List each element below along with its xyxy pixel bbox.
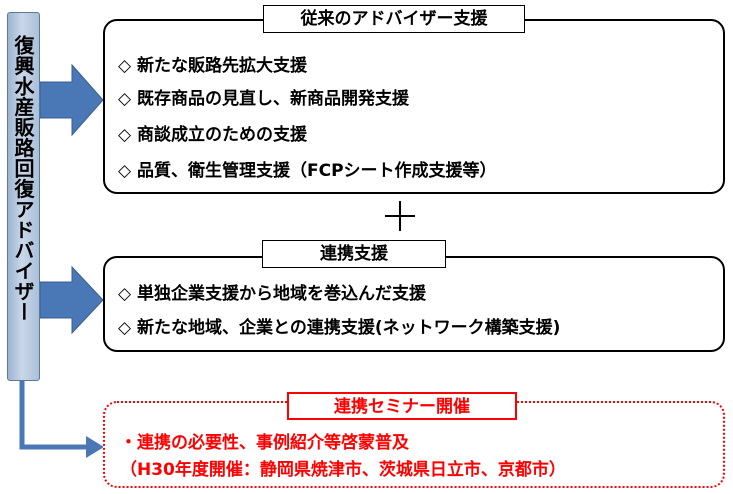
seminar-line-2: （H30年度開催：静岡県焼津市、茨城県日立市、京都市） — [120, 460, 566, 480]
arrow-to-cooperation — [39, 265, 104, 335]
arrow-to-traditional — [39, 63, 104, 137]
seminar-title: 連携セミナー開催 — [287, 392, 517, 420]
traditional-support-title: 従来のアドバイザー支援 — [263, 5, 525, 33]
connector-to-seminar — [19, 381, 88, 450]
arrow-to-seminar — [86, 436, 104, 458]
traditional-item: ◇ 品質、衛生管理支援（FCPシート作成支援等） — [118, 161, 497, 181]
cooperation-item: ◇ 新たな地域、企業との連携支援(ネットワーク構築支援) — [118, 318, 561, 338]
cooperation-support-title: 連携支援 — [262, 240, 446, 268]
cooperation-support-panel — [103, 256, 725, 352]
traditional-item: ◇ 商談成立のための支援 — [118, 125, 307, 145]
traditional-item: ◇ 新たな販路先拡大支援 — [118, 56, 307, 76]
plus-sign-icon — [382, 198, 418, 234]
seminar-line-1: ・連携の必要性、事例紹介等啓蒙普及 — [120, 433, 409, 453]
traditional-item: ◇ 既存商品の見直し、新商品開発支援 — [118, 89, 409, 109]
cooperation-item: ◇ 単独企業支援から地域を巻込んだ支援 — [118, 284, 426, 304]
advisor-label: 復興水産販路回復アドバイザー — [11, 35, 35, 322]
advisor-box: 復興水産販路回復アドバイザー — [7, 12, 40, 381]
traditional-support-panel — [103, 19, 725, 194]
